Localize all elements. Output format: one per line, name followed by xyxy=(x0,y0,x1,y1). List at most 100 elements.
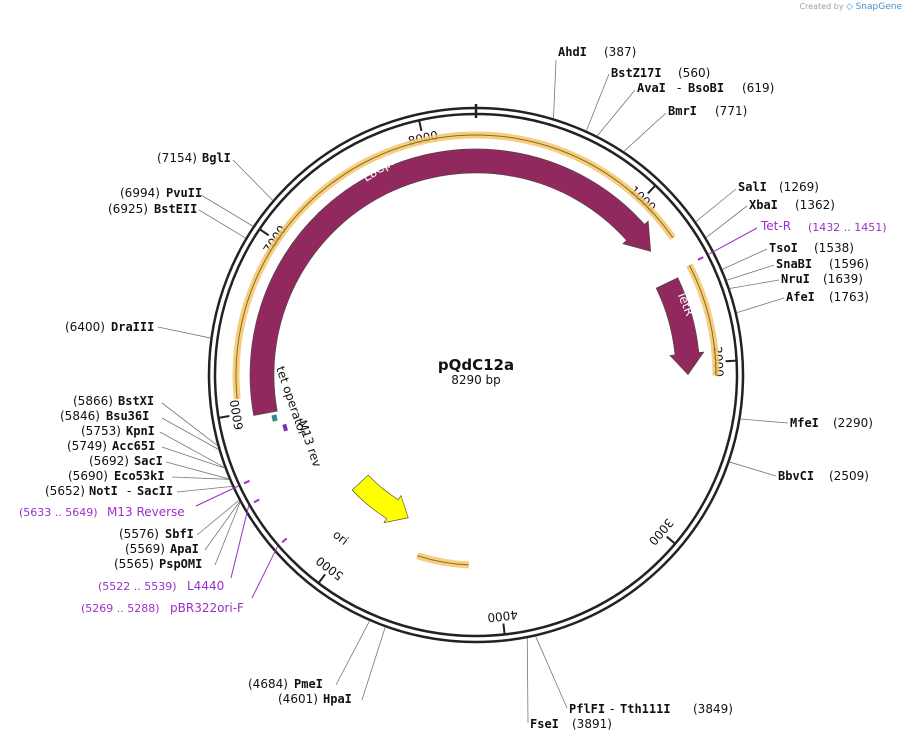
tick-label: 3000 xyxy=(646,516,676,548)
enzyme-separator: - xyxy=(610,702,614,716)
enzyme-name[interactable]: SalI xyxy=(738,180,767,194)
enzyme-name[interactable]: BstZ17I xyxy=(611,66,662,80)
enzyme-leader-line xyxy=(729,461,777,477)
feature-label-m13-rev: M13 rev xyxy=(295,418,324,469)
enzyme-leader-line xyxy=(736,297,785,314)
enzyme-separator: - xyxy=(127,484,131,498)
enzyme-name[interactable]: AvaI xyxy=(637,81,666,95)
enzyme-name[interactable]: Eco53kI xyxy=(114,469,165,483)
plasmid-length: 8290 bp xyxy=(451,373,501,387)
enzyme-separator: - xyxy=(677,81,681,95)
enzyme-position: (6994) xyxy=(120,186,160,200)
snapgene-logo-icon: ◇ xyxy=(846,2,854,12)
enzyme-name[interactable]: Acc65I xyxy=(112,439,155,453)
enzyme-name[interactable]: BmrI xyxy=(668,104,697,118)
enzyme-leader-line xyxy=(726,264,775,281)
enzyme-name[interactable]: AhdI xyxy=(558,45,587,59)
enzyme-name[interactable]: ApaI xyxy=(170,542,199,556)
enzyme-name[interactable]: KpnI xyxy=(126,424,155,438)
enzyme-name[interactable]: SacII xyxy=(137,484,173,498)
tick-mark xyxy=(259,228,270,237)
feature-arrow-tetr xyxy=(655,277,705,376)
enzyme-leader-line xyxy=(553,59,557,119)
enzyme-position: (5652) xyxy=(45,484,85,498)
feature-arrow-ori xyxy=(351,474,409,524)
primer-range: (5269 .. 5288) xyxy=(81,602,160,615)
enzyme-leader-line xyxy=(361,627,386,701)
enzyme-name[interactable]: NruI xyxy=(781,272,810,286)
enzyme-name[interactable]: PspOMI xyxy=(159,557,202,571)
enzyme-position: (387) xyxy=(604,45,636,59)
highlight-line-lbcpf1 xyxy=(235,134,674,400)
enzyme-leader-line xyxy=(161,402,218,446)
enzyme-name[interactable]: Tth111I xyxy=(620,702,671,716)
enzyme-position: (5569) xyxy=(125,542,165,556)
enzyme-name[interactable]: SacI xyxy=(134,454,163,468)
primer-name[interactable]: Tet-R xyxy=(760,219,791,233)
primer-name[interactable]: pBR322ori-F xyxy=(170,601,244,615)
enzyme-name[interactable]: PmeI xyxy=(294,677,323,691)
primer-mark xyxy=(253,498,260,504)
enzyme-name[interactable]: FseI xyxy=(530,717,559,731)
enzyme-position: (5866) xyxy=(73,394,113,408)
enzyme-name[interactable]: SbfI xyxy=(165,527,194,541)
enzyme-position: (5565) xyxy=(114,557,154,571)
enzyme-name[interactable]: MfeI xyxy=(790,416,819,430)
enzyme-leader-line xyxy=(535,636,568,709)
highlight-band-ori xyxy=(416,552,469,569)
enzyme-name[interactable]: AfeI xyxy=(786,290,815,304)
enzyme-name[interactable]: PflFI xyxy=(569,702,605,716)
enzyme-name[interactable]: BsoBI xyxy=(688,81,724,95)
enzyme-leader-line xyxy=(526,638,529,724)
highlight-line-tetr xyxy=(688,264,717,376)
enzyme-position: (771) xyxy=(715,104,747,118)
feature-tet-operator xyxy=(271,414,278,422)
tick-mark xyxy=(666,535,676,545)
tick-mark xyxy=(317,573,326,584)
enzyme-leader-line xyxy=(729,279,780,289)
enzyme-leader-line xyxy=(623,112,667,152)
enzyme-leader-line xyxy=(176,485,233,493)
tick-label: 5000 xyxy=(313,554,346,584)
primer-name[interactable]: M13 Reverse xyxy=(107,505,185,519)
enzyme-name[interactable]: Bsu36I xyxy=(106,409,149,423)
enzyme-leader-line xyxy=(596,89,636,137)
primer-name[interactable]: L4440 xyxy=(187,579,224,593)
enzyme-name[interactable]: TsoI xyxy=(769,241,798,255)
enzyme-position: (5692) xyxy=(89,454,129,468)
primer-mark xyxy=(697,256,704,261)
enzyme-name[interactable]: HpaI xyxy=(323,692,352,706)
tick-mark xyxy=(418,120,423,132)
enzyme-name[interactable]: BglI xyxy=(202,151,231,165)
enzyme-name[interactable]: SnaBI xyxy=(776,257,812,271)
enzyme-leader-line xyxy=(200,194,254,227)
enzyme-leader-line xyxy=(171,476,230,480)
enzyme-name[interactable]: XbaI xyxy=(749,198,778,212)
snapgene-credit: Created by ◇ SnapGene xyxy=(800,2,902,12)
enzyme-name[interactable]: DraIII xyxy=(111,320,154,334)
leader-line-layer xyxy=(157,59,789,724)
feature-layer xyxy=(232,131,720,569)
primer-range: (1432 .. 1451) xyxy=(808,221,887,234)
enzyme-name[interactable]: BstXI xyxy=(118,394,154,408)
enzyme-name[interactable]: PvuII xyxy=(166,186,202,200)
plasmid-name: pQdC12a xyxy=(438,356,514,374)
tick-label: 4000 xyxy=(487,607,519,624)
credit-brand: SnapGene xyxy=(855,2,902,12)
enzyme-position: (4601) xyxy=(278,692,318,706)
enzyme-name[interactable]: BstEII xyxy=(154,202,197,216)
enzyme-leader-line xyxy=(214,502,241,566)
enzyme-name[interactable]: NotI xyxy=(89,484,118,498)
enzyme-leader-line xyxy=(585,73,610,131)
enzyme-position: (3849) xyxy=(693,702,733,716)
primer-mark xyxy=(281,537,288,544)
enzyme-leader-line xyxy=(204,501,241,551)
enzyme-leader-line xyxy=(159,431,225,468)
enzyme-leader-line xyxy=(705,205,748,238)
enzyme-position: (1596) xyxy=(829,257,869,271)
primer-mark xyxy=(243,479,250,485)
enzyme-name[interactable]: BbvCI xyxy=(778,469,814,483)
enzyme-position: (5576) xyxy=(119,527,159,541)
enzyme-leader-line xyxy=(198,209,246,239)
